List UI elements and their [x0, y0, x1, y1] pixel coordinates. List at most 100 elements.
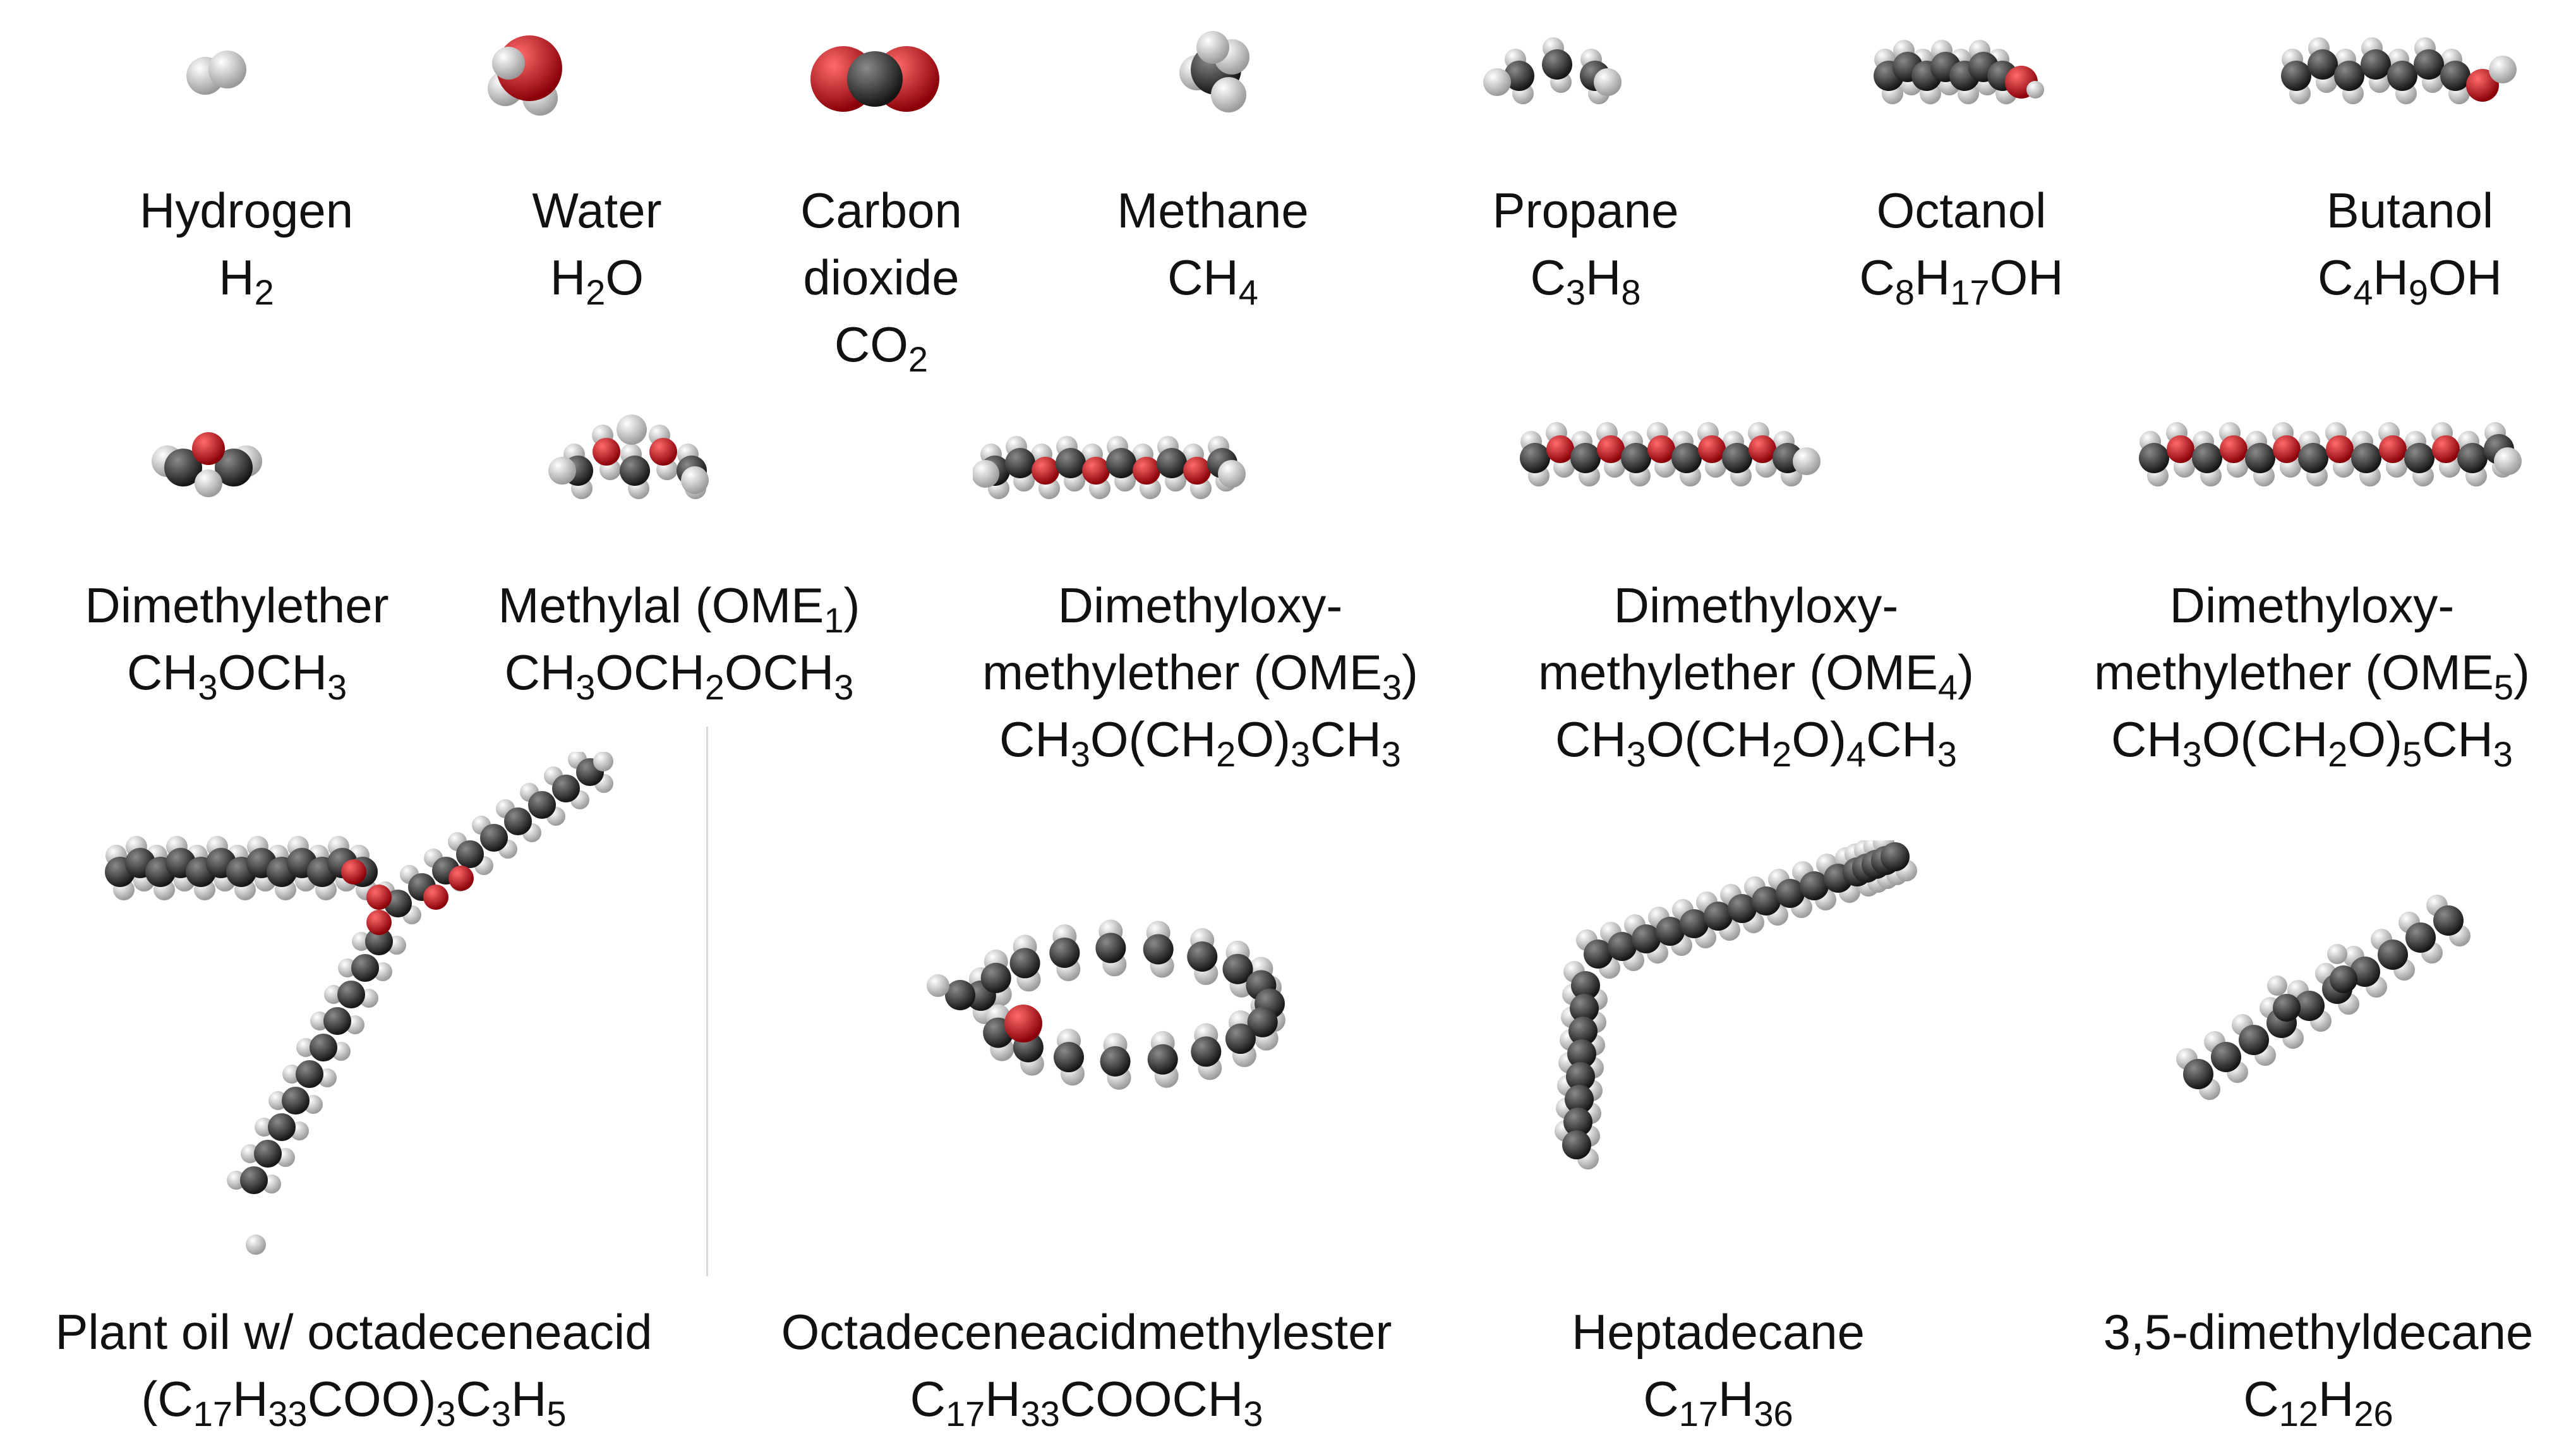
heptadecane-label: Heptadecane C17H36 [1572, 1298, 1865, 1432]
carbon-atom [2414, 49, 2444, 80]
oxygen-atom [2326, 435, 2354, 463]
water-molecule-image [488, 35, 562, 116]
molecule-name: Hydrogen [139, 183, 354, 238]
molecule-name: Octadeceneacidmethylester [781, 1304, 1392, 1360]
carbon-atom [552, 775, 580, 802]
carbon-dioxide-molecule-image [810, 46, 939, 112]
carbon-atom [2281, 61, 2311, 91]
ome3-label: Dimethyloxy- methylether (OME3) CH3O(CH2… [982, 572, 1418, 773]
carbon-atom [2433, 905, 2464, 936]
carbon-atom [1800, 871, 1829, 900]
carbon-dioxide-label: Carbon dioxide CO2 [800, 177, 962, 378]
oxygen-atom [1647, 435, 1675, 463]
methane-label: Methane CH4 [1117, 177, 1309, 311]
hydrogen-atom [927, 974, 949, 997]
carbon-atom [980, 962, 1011, 993]
carbon-atom [1225, 1024, 1256, 1054]
hydrogen-atom [1211, 77, 1246, 112]
oxygen-atom [593, 438, 620, 466]
oxygen-atom [448, 866, 474, 891]
molecule-name: Methane [1117, 183, 1309, 238]
hydrogen-label: Hydrogen H2 [140, 177, 353, 311]
molecule-formula: CH3O(CH2O)5CH3 [2111, 711, 2513, 774]
hydrogen-atom [681, 466, 709, 494]
oxygen-atom [1748, 435, 1776, 463]
carbon-atom [1095, 933, 1126, 964]
methane-molecule-image [1179, 31, 1249, 112]
hydrogen-atom [2327, 944, 2347, 964]
heptadecane-molecule-image [1555, 840, 1917, 1169]
carbon-atom [1570, 443, 1601, 473]
carbon-atom [1157, 448, 1187, 478]
hydrogen-atom [617, 414, 647, 445]
carbon-atom [1056, 448, 1086, 478]
molecule-formula: C12H26 [2243, 1371, 2393, 1434]
carbon-atom [1728, 894, 1757, 923]
carbon-atom [1187, 941, 1218, 972]
carbon-atom [2308, 49, 2338, 80]
carbon-atom [2405, 922, 2436, 953]
carbon-atom [2294, 991, 2325, 1021]
carbon-atom [1752, 886, 1781, 915]
molecule-name: Octanol [1876, 183, 2047, 238]
oxygen-atom [2466, 69, 2499, 102]
carbon-atom [1671, 443, 1702, 473]
carbon-atom [1520, 443, 1550, 473]
carbon-atom [1191, 1036, 1222, 1067]
molecule-formula: C3H8 [1530, 250, 1641, 312]
hydrogen-atom [195, 469, 222, 497]
hydrogen-atom [2026, 81, 2044, 99]
hydrogen-atom [1594, 68, 1622, 96]
ome4-label: Dimethyloxy- methylether (OME4) CH3O(CH2… [1538, 572, 1974, 773]
molecule-formula: CO2 [834, 317, 929, 379]
carbon-atom [528, 791, 556, 819]
carbon-atom [1049, 937, 1080, 968]
molecule-formula: CH3O(CH2O)4CH3 [1555, 711, 1957, 774]
carbon-atom [240, 1166, 268, 1194]
molecule-name: Dimethyloxy- [1057, 577, 1343, 633]
carbon-atom [620, 456, 650, 486]
carbon-atom [282, 1087, 310, 1115]
carbon-atom [2139, 443, 2169, 473]
molecule-name-line-2: methylether (OME4) [1538, 644, 1974, 707]
propane-molecule-image [1483, 37, 1622, 104]
ome4-molecule-image [1520, 422, 1821, 486]
hydrogen-atom [1196, 31, 1229, 64]
carbon-atom [1504, 61, 1534, 91]
carbon-atom [1656, 917, 1685, 946]
carbon-atom [2378, 939, 2408, 970]
hydrogen-atom [208, 51, 246, 88]
carbon-atom [1566, 1062, 1595, 1091]
oxygen-atom [341, 859, 366, 885]
oxygen-atom [1597, 435, 1625, 463]
carbon-atom [2211, 1042, 2241, 1072]
octadeceneacidmethylester-label: Octadeceneacidmethylester C17H33COOCH3 [781, 1298, 1392, 1432]
octadeceneacidmethylester-molecule-image [927, 919, 1285, 1090]
molecule-name: Dimethylether [85, 577, 389, 633]
molecule-formula: CH4 [1167, 250, 1258, 312]
molecule-formula: C17H36 [1643, 1371, 1793, 1434]
carbon-atom [2387, 61, 2417, 91]
octanol-molecule-image [1874, 40, 2044, 104]
carbon-atom [1053, 1042, 1084, 1073]
carbon-atom [1571, 971, 1600, 1000]
carbon-atom [1563, 1108, 1592, 1137]
oxygen-atom [1546, 435, 1574, 463]
carbon-atom [1570, 994, 1599, 1023]
oxygen-atom [366, 910, 392, 935]
carbon-atom [1542, 49, 1572, 80]
molecule-formula: CH3O(CH2O)3CH3 [999, 711, 1401, 774]
molecule-name: 3,5-dimethyldecane [2103, 1304, 2534, 1360]
propane-label: Propane C3H8 [1493, 177, 1679, 311]
carbon-atom [1632, 924, 1661, 953]
carbon-atom [1143, 934, 1174, 965]
carbon-atom [1147, 1044, 1178, 1075]
oxygen-atom [2379, 435, 2407, 463]
carbon-atom [2351, 443, 2381, 473]
carbon-atom [1621, 443, 1651, 473]
molecule-name: Propane [1492, 183, 1679, 238]
molecule-name: Dimethyloxy- [1613, 577, 1899, 633]
carbon-atom [365, 927, 393, 955]
carbon-atom [2298, 443, 2328, 473]
carbon-atom [2457, 443, 2488, 473]
